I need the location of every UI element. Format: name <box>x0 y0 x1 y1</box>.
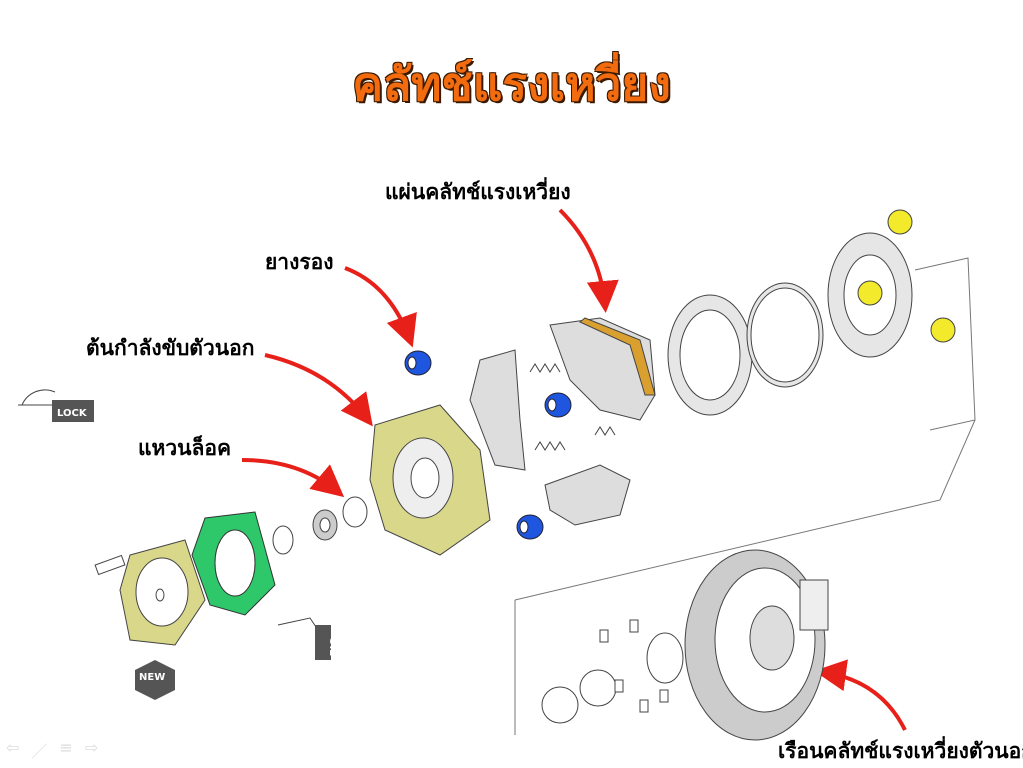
label-drive-plate: ต้นกำลังขับตัวนอก <box>86 335 255 360</box>
label-rubber-damper: ยางรอง <box>265 249 334 274</box>
clutch-cover <box>119 539 206 646</box>
pointer-arrows <box>241 208 907 731</box>
side-plates <box>667 232 913 416</box>
pen-tool-button[interactable]: ／ <box>31 742 48 761</box>
rubber-dampers <box>404 350 572 540</box>
circlip-washers <box>857 209 956 343</box>
assembly-frame <box>514 257 976 735</box>
label-clutch-outer: เรือนคลัทช์แรงเหวี่ยงตัวนอก <box>778 738 1023 763</box>
new-box-icon: NEW <box>135 660 175 700</box>
arrow-lock-nut <box>241 458 345 498</box>
springs <box>529 363 616 451</box>
arrow-clutch-outer <box>814 659 907 731</box>
lock-nut-part <box>272 496 368 555</box>
drive-plate-part <box>369 404 491 556</box>
clutch-outer-part <box>684 549 829 741</box>
arrow-clutch-shoe <box>558 208 619 313</box>
svg-text:NEW: NEW <box>139 672 165 683</box>
arrow-rubber-damper <box>344 266 417 348</box>
next-slide-button[interactable]: ⇨ <box>84 738 99 757</box>
label-lock-nut: แหวนล็อค <box>138 435 232 460</box>
slide-menu-button[interactable]: ≡ <box>59 738 73 757</box>
label-clutch-shoe: แผ่นคลัทช์แรงเหวี่ยง <box>385 179 571 204</box>
lock-icon: LOCK <box>18 389 94 422</box>
small-parts <box>541 619 684 724</box>
prev-slide-button[interactable]: ⇦ <box>6 738 20 757</box>
screw <box>94 554 126 576</box>
svg-text:OIL: OIL <box>327 637 338 656</box>
svg-text:LOCK: LOCK <box>57 408 88 419</box>
slide-title: คลัทช์แรงเหวี่ยง <box>352 57 671 111</box>
oil-can-icon: OIL <box>277 617 338 660</box>
gasket <box>191 511 276 616</box>
slideshow-nav: ⇦ ／ ≡ ⇨ <box>6 738 98 762</box>
arrow-drive-plate <box>264 353 373 427</box>
clutch-shoes <box>469 317 656 526</box>
